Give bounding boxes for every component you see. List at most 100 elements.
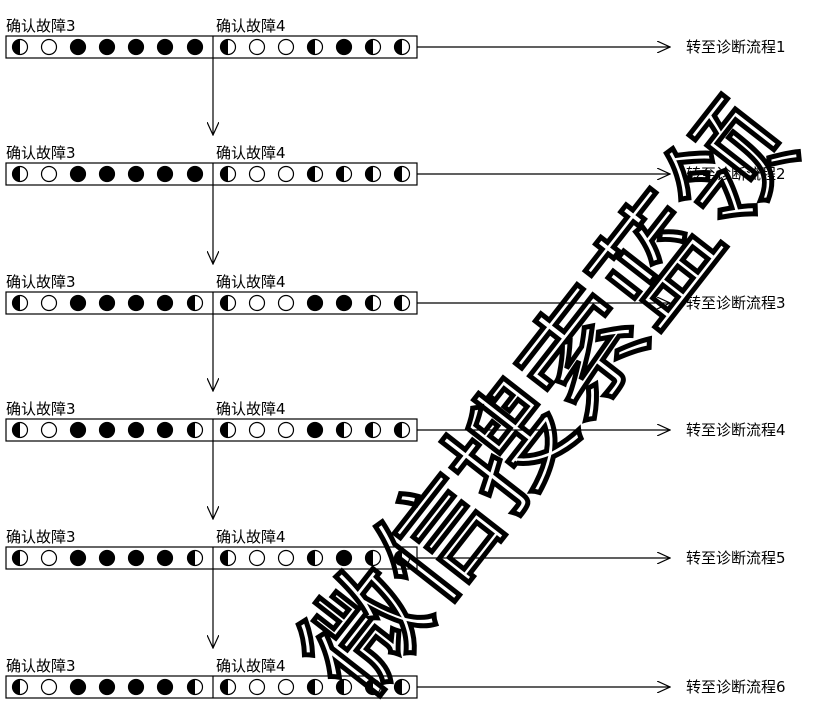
fault-label-4: 确认故障4 xyxy=(216,144,286,162)
fault-label-4: 确认故障4 xyxy=(216,657,286,675)
indicator-light xyxy=(335,38,353,56)
indicator-light xyxy=(335,165,353,183)
fault-label-3: 确认故障3 xyxy=(6,528,76,546)
indicator-light xyxy=(306,678,324,696)
indicator-light xyxy=(219,294,237,312)
indicator-light xyxy=(364,421,382,439)
indicator-light xyxy=(11,678,29,696)
indicator-light xyxy=(306,38,324,56)
indicator-light xyxy=(69,38,87,56)
indicator-light xyxy=(11,421,29,439)
indicator-light xyxy=(393,421,411,439)
diagnosis-row: 确认故障3 确认故障4 转至诊断流程5 xyxy=(5,528,786,570)
indicator-light xyxy=(393,38,411,56)
fault-label-3: 确认故障3 xyxy=(6,144,76,162)
indicator-light xyxy=(40,549,58,567)
indicator-light xyxy=(219,549,237,567)
diagnosis-target-label: 转至诊断流程2 xyxy=(686,165,786,183)
indicator-light xyxy=(219,38,237,56)
indicator-light xyxy=(219,678,237,696)
indicator-light xyxy=(11,549,29,567)
indicator-light xyxy=(364,549,382,567)
indicator-light xyxy=(248,38,266,56)
indicator-light xyxy=(98,38,116,56)
fault-label-4: 确认故障4 xyxy=(216,273,286,291)
indicator-light xyxy=(306,165,324,183)
indicator-light xyxy=(248,294,266,312)
indicator-light xyxy=(40,165,58,183)
fault-label-4: 确认故障4 xyxy=(216,400,286,418)
indicator-light xyxy=(127,421,145,439)
indicator-light xyxy=(127,165,145,183)
diagnosis-target-label: 转至诊断流程6 xyxy=(686,678,786,696)
indicator-light xyxy=(98,294,116,312)
indicator-light xyxy=(335,678,353,696)
indicator-light xyxy=(219,165,237,183)
fault-label-3: 确认故障3 xyxy=(6,657,76,675)
indicator-light xyxy=(219,421,237,439)
indicator-light xyxy=(186,38,204,56)
indicator-light xyxy=(69,549,87,567)
indicator-light xyxy=(156,38,174,56)
indicator-light xyxy=(98,421,116,439)
indicator-light xyxy=(156,294,174,312)
indicator-light xyxy=(248,549,266,567)
diagnosis-target-label: 转至诊断流程5 xyxy=(686,549,786,567)
watermark: 微信搜索蓝领 xyxy=(275,78,820,704)
indicator-light xyxy=(40,678,58,696)
diagnosis-target-label: 转至诊断流程1 xyxy=(686,38,786,56)
fault-label-3: 确认故障3 xyxy=(6,400,76,418)
diagnosis-row: 确认故障3 确认故障4 转至诊断流程1 xyxy=(5,17,786,59)
diagnosis-row: 确认故障3 确认故障4 转至诊断流程2 xyxy=(5,144,786,186)
indicator-light xyxy=(127,678,145,696)
indicator-light xyxy=(69,165,87,183)
indicator-light xyxy=(364,678,382,696)
diagnosis-row: 确认故障3 确认故障4 转至诊断流程6 xyxy=(5,657,786,699)
indicator-light xyxy=(248,678,266,696)
indicator-light xyxy=(364,38,382,56)
indicator-light xyxy=(69,294,87,312)
indicator-box xyxy=(5,291,418,315)
indicator-light xyxy=(98,165,116,183)
indicator-light xyxy=(11,38,29,56)
indicator-light xyxy=(127,294,145,312)
indicator-light xyxy=(364,294,382,312)
indicator-light xyxy=(186,678,204,696)
indicator-light xyxy=(277,549,295,567)
indicator-light xyxy=(40,421,58,439)
indicator-light xyxy=(248,421,266,439)
indicator-light xyxy=(69,678,87,696)
indicator-light xyxy=(364,165,382,183)
indicator-light xyxy=(393,165,411,183)
indicator-light xyxy=(127,38,145,56)
indicator-light xyxy=(306,549,324,567)
indicator-light xyxy=(156,165,174,183)
diagnosis-target-label: 转至诊断流程4 xyxy=(686,421,786,439)
indicator-light xyxy=(156,678,174,696)
indicator-light xyxy=(127,549,145,567)
indicator-light xyxy=(156,421,174,439)
fault-label-3: 确认故障3 xyxy=(6,273,76,291)
indicator-light xyxy=(11,294,29,312)
indicator-light xyxy=(186,421,204,439)
indicator-light xyxy=(335,294,353,312)
indicator-light xyxy=(277,678,295,696)
indicator-light xyxy=(277,294,295,312)
indicator-light xyxy=(40,294,58,312)
indicator-light xyxy=(69,421,87,439)
fault-label-4: 确认故障4 xyxy=(216,528,286,546)
indicator-light xyxy=(248,165,266,183)
indicator-light xyxy=(393,549,411,567)
indicator-light xyxy=(11,165,29,183)
indicator-light xyxy=(156,549,174,567)
indicator-box xyxy=(5,162,418,186)
indicator-light xyxy=(98,678,116,696)
indicator-light xyxy=(277,38,295,56)
indicator-light xyxy=(277,165,295,183)
indicator-light xyxy=(186,294,204,312)
fault-label-3: 确认故障3 xyxy=(6,17,76,35)
indicator-box xyxy=(5,418,418,442)
fault-label-4: 确认故障4 xyxy=(216,17,286,35)
